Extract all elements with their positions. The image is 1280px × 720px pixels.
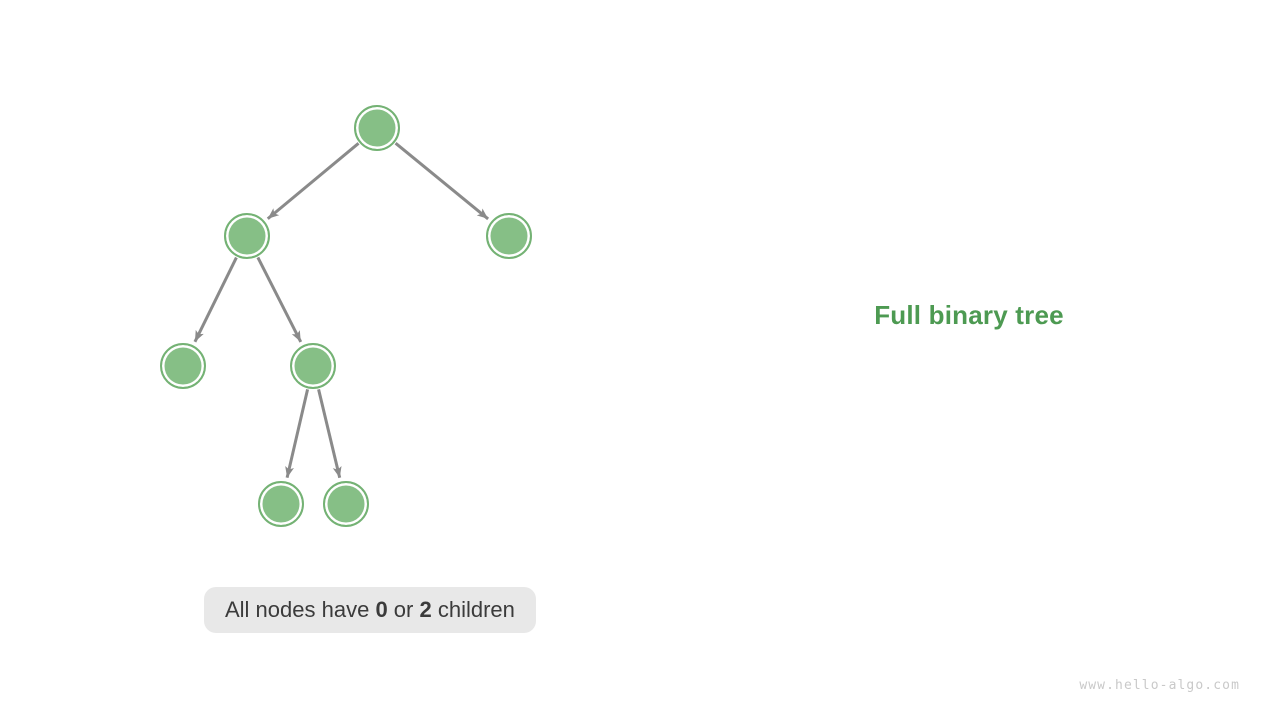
caption-segment: 0 — [375, 597, 388, 622]
caption-segment: or — [387, 597, 420, 622]
tree-edge — [394, 142, 490, 221]
tree-node — [258, 481, 304, 527]
tree-edge — [193, 256, 238, 343]
tree-node — [354, 105, 400, 151]
watermark: www.hello-algo.com — [1079, 678, 1240, 693]
tree-edge — [317, 388, 342, 479]
tree-node — [323, 481, 369, 527]
tree-node — [486, 213, 532, 259]
tree-node — [160, 343, 206, 389]
caption-segment: All nodes have — [225, 597, 376, 622]
diagram-title: Full binary tree — [874, 300, 1064, 330]
caption-segment: children — [431, 597, 515, 622]
tree-edge — [266, 142, 360, 220]
tree-node — [290, 343, 336, 389]
tree-edge — [256, 256, 303, 343]
tree-edge — [285, 389, 310, 479]
tree-node — [224, 213, 270, 259]
caption-box: All nodes have 0 or 2 children — [204, 587, 536, 633]
caption-segment: 2 — [419, 597, 432, 622]
